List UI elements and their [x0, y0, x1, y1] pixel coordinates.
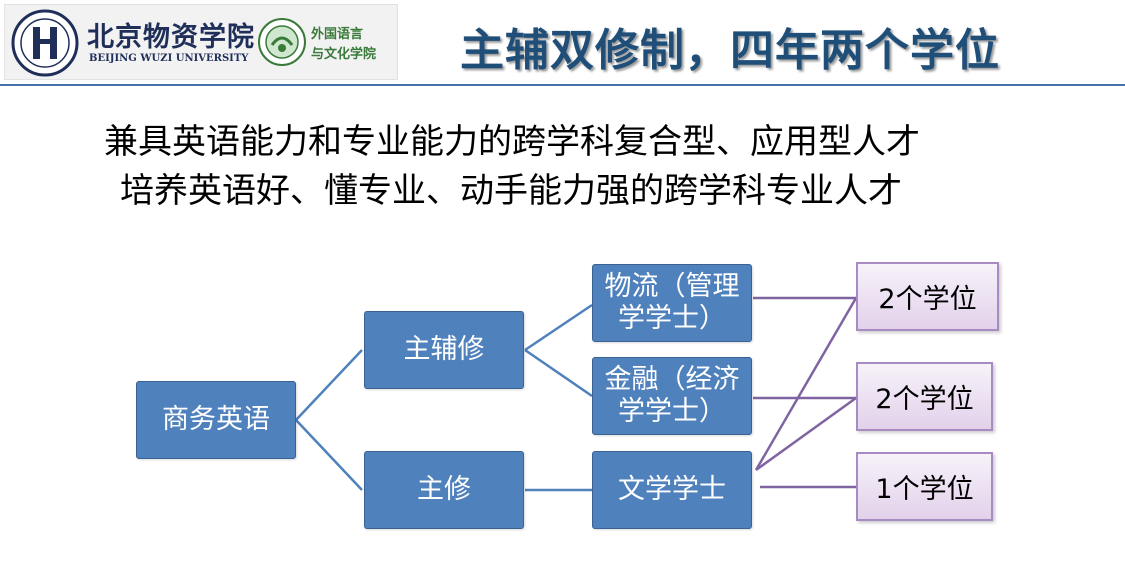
department-name-line1: 外国语言 — [311, 27, 364, 42]
connector-root-to-major-minor — [295, 349, 363, 421]
node-finance-line2: 学学士） — [618, 396, 726, 427]
tagline-line-2: 培养英语好、懂专业、动手能力强的跨学科专业人才 — [120, 171, 902, 211]
university-name-cn: 北京物资学院 — [87, 22, 255, 53]
connector-arts-to-degree1 — [754, 297, 858, 471]
title-divider — [0, 84, 1125, 86]
university-seal-icon — [11, 9, 79, 77]
node-bachelor-of-arts: 文学学士 — [592, 451, 752, 529]
page-title: 主辅双修制，四年两个学位 — [460, 25, 1000, 76]
node-logistics-line2: 学学士） — [618, 303, 726, 334]
connector-arts-to-degree2 — [755, 396, 857, 472]
degree-box-2: 2个学位 — [856, 362, 993, 431]
tagline-line-1: 兼具英语能力和专业能力的跨学科复合型、应用型人才 — [104, 122, 920, 162]
node-business-english: 商务英语 — [136, 381, 296, 459]
connector-root-to-major — [295, 419, 363, 491]
node-major-minor: 主辅修 — [364, 311, 524, 389]
department-name-line2: 与文化学院 — [311, 47, 377, 62]
degree-box-1: 2个学位 — [856, 262, 999, 331]
connector-major-minor-to-logistics — [524, 303, 593, 352]
node-finance: 金融（经济 学学士） — [592, 357, 752, 435]
degree-box-3: 1个学位 — [856, 452, 993, 521]
node-logistics: 物流（管理 学学士） — [592, 264, 752, 342]
node-logistics-line1: 物流（管理 — [604, 271, 740, 303]
node-finance-line1: 金融（经济 — [604, 364, 740, 396]
university-name-en: BEIJING WUZI UNIVERSITY — [89, 53, 249, 64]
department-badge-icon — [258, 18, 306, 66]
connector-major-minor-to-finance — [524, 348, 593, 398]
node-major: 主修 — [364, 451, 524, 529]
header-logo-banner: 北京物资学院 BEIJING WUZI UNIVERSITY 外国语言 与文化学… — [4, 4, 398, 80]
